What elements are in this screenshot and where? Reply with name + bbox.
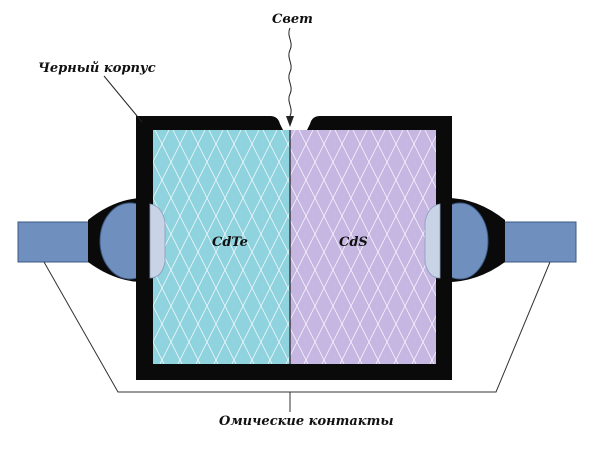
body-pointer-line xyxy=(103,75,143,123)
right-contact-pad xyxy=(424,203,441,279)
cds-label: CdS xyxy=(339,235,368,250)
cdte-hatch xyxy=(153,130,290,364)
light-label: Свет xyxy=(272,12,313,27)
light-arrowhead xyxy=(286,116,294,127)
ohmic-contacts-label: Омические контакты xyxy=(219,414,394,429)
contacts-pointer-right xyxy=(290,261,551,393)
black-body-label: Черный корпус xyxy=(38,61,156,76)
contacts-pointer-left xyxy=(43,261,290,393)
cdte-label: CdTe xyxy=(212,235,248,250)
cds-hatch xyxy=(290,130,436,364)
light-ray xyxy=(288,27,292,117)
left-contact-pad xyxy=(149,203,166,279)
